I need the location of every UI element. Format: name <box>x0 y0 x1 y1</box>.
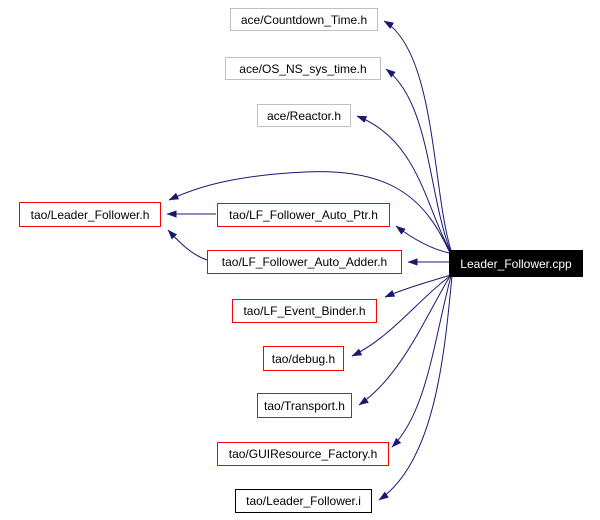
edge-cpp-to-debug <box>351 275 451 357</box>
node-tao-leader-follower-i[interactable]: tao/Leader_Follower.i <box>235 489 372 513</box>
node-ace-countdown-time[interactable]: ace/Countdown_Time.h <box>230 8 378 31</box>
edge-cpp-to-os-ns-sys-time <box>385 68 451 251</box>
node-ace-reactor[interactable]: ace/Reactor.h <box>257 104 351 127</box>
edge-cpp-to-lf-event-binder <box>384 274 452 298</box>
node-ace-os-ns-sys-time[interactable]: ace/OS_NS_sys_time.h <box>225 57 381 80</box>
edge-cpp-to-guiresource-factory <box>391 275 452 448</box>
edge-cpp-to-transport <box>358 275 451 406</box>
node-tao-lf-event-binder[interactable]: tao/LF_Event_Binder.h <box>232 299 377 323</box>
edge-cpp-to-leader-follower-i <box>378 275 453 501</box>
node-tao-debug[interactable]: tao/debug.h <box>263 346 344 371</box>
edge-cpp-to-auto-ptr <box>395 225 450 254</box>
node-tao-leader-follower-h[interactable]: tao/Leader_Follower.h <box>19 202 161 227</box>
node-tao-lf-follower-auto-ptr[interactable]: tao/LF_Follower_Auto_Ptr.h <box>217 203 390 227</box>
edge-cpp-to-leader-follower-h <box>168 171 450 252</box>
node-tao-lf-follower-auto-adder[interactable]: tao/LF_Follower_Auto_Adder.h <box>207 250 402 274</box>
edge-cpp-to-reactor <box>356 115 451 252</box>
node-leader-follower-cpp: Leader_Follower.cpp <box>449 250 583 277</box>
edge-cpp-to-countdown-time <box>383 20 452 251</box>
node-tao-transport[interactable]: tao/Transport.h <box>257 393 352 418</box>
node-tao-guiresource-factory[interactable]: tao/GUIResource_Factory.h <box>217 442 389 466</box>
edge-auto-adder-to-leader-follower-h <box>167 229 208 261</box>
